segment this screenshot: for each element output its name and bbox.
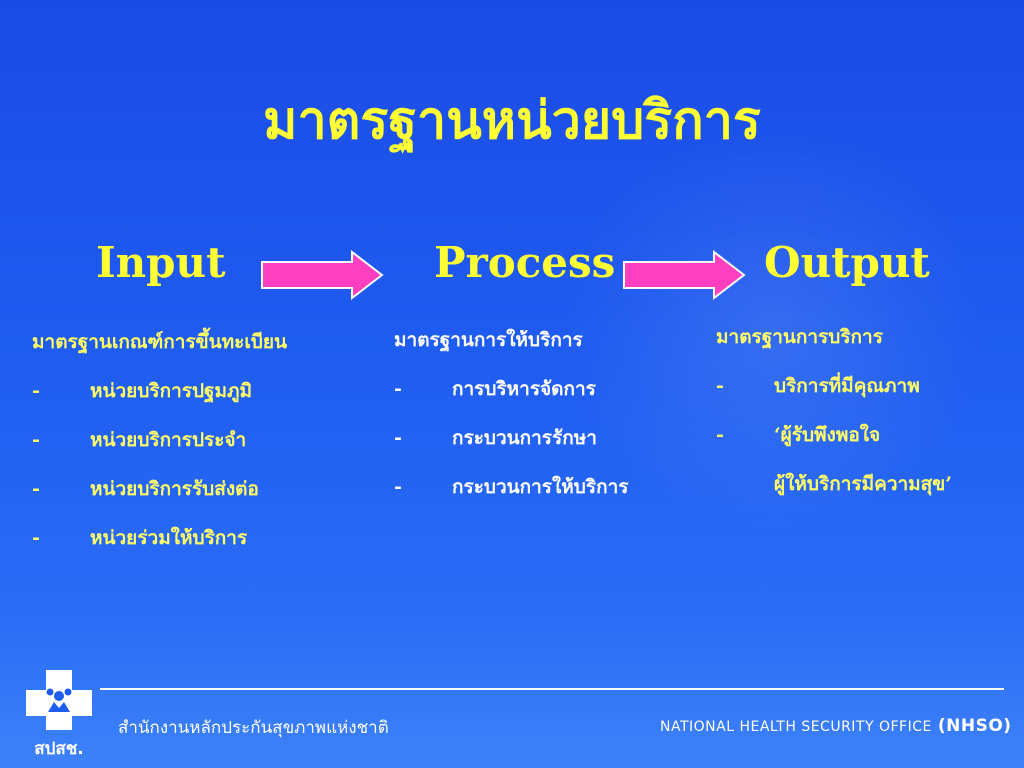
arrow-right-icon [261,250,384,300]
output-column-heading: มาตรฐานการบริการ [716,326,883,348]
list-item: -หน่วยร่วมให้บริการ [32,527,248,549]
list-item: -‘ผู้รับพึงพอใจ [716,424,881,446]
footer-divider [100,688,1004,690]
footer-english-name: NATIONAL HEALTH SECURITY OFFICE(NHSO) [660,716,1012,736]
input-column-heading: มาตรฐานเกณฑ์การขึ้นทะเบียน [32,331,288,353]
list-item: -หน่วยบริการรับส่งต่อ [32,478,259,500]
list-item: -หน่วยบริการปฐมภูมิ [32,380,253,402]
output-heading: Output [764,238,930,287]
list-item: -การบริหารจัดการ [394,378,596,400]
background-watermark [564,120,984,540]
logo-text: สปสช. [34,739,84,758]
arrow-right-icon [623,250,746,300]
process-column: มาตรฐานการให้บริการ -การบริหารจัดการ -กร… [394,316,628,512]
list-item: ผู้ให้บริการมีความสุข’ [774,473,952,495]
list-item: -กระบวนการให้บริการ [394,476,629,498]
list-item: -หน่วยบริการประจำ [32,429,247,451]
list-item: -บริการที่มีคุณภาพ [716,375,920,397]
process-column-heading: มาตรฐานการให้บริการ [394,329,583,351]
input-heading: Input [96,238,226,287]
nhso-logo: สปสช. [26,670,92,758]
process-heading: Process [434,238,616,287]
slide-title: มาตรฐานหน่วยบริการ [263,90,761,151]
list-item: -กระบวนการรักษา [394,427,597,449]
input-column: มาตรฐานเกณฑ์การขึ้นทะเบียน -หน่วยบริการป… [32,318,287,563]
output-column: มาตรฐานการบริการ -บริการที่มีคุณภาพ -‘ผู… [716,313,952,509]
footer-thai-name: สำนักงานหลักประกันสุขภาพแห่งชาติ [118,718,389,738]
